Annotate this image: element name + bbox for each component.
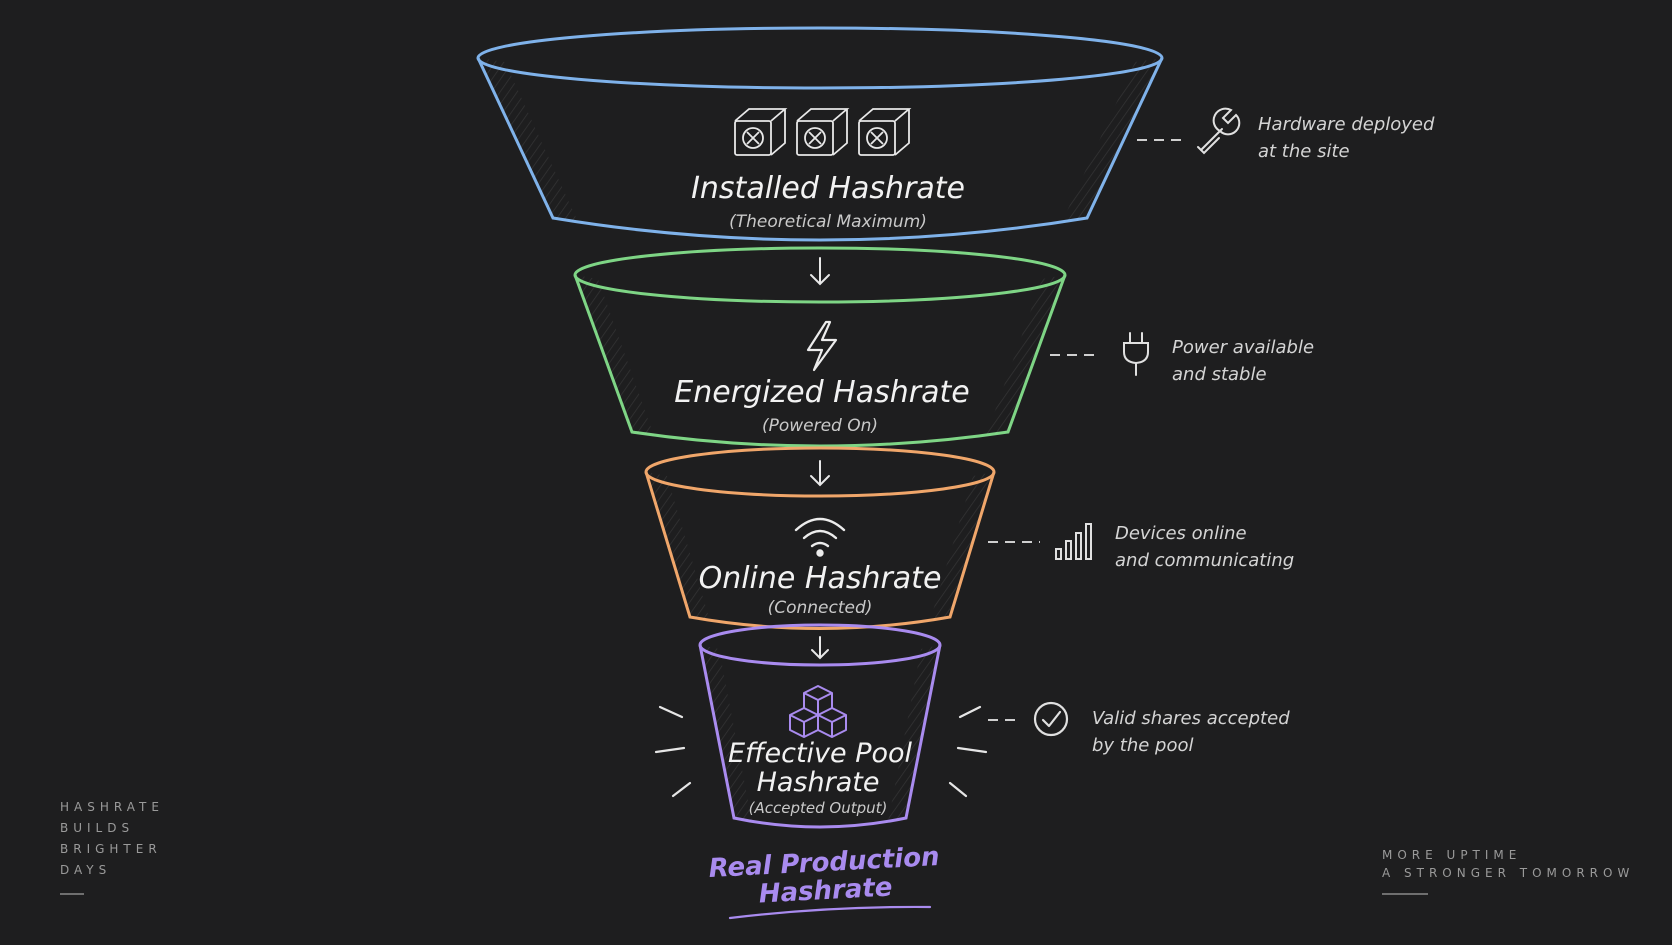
wifi-icon xyxy=(794,517,846,557)
power-plug-icon xyxy=(1123,332,1149,376)
online-funnel-shade xyxy=(646,472,710,621)
miner-machines-icon xyxy=(734,108,912,156)
online-funnel-rim xyxy=(644,446,996,498)
arrow-down-icon xyxy=(811,636,829,660)
result-label: Real Production Hashrate xyxy=(708,842,940,910)
signal-bars-icon xyxy=(1055,523,1092,560)
corner-right-line2: A STRONGER TOMORROW xyxy=(1382,866,1634,880)
online-title: Online Hashrate xyxy=(699,561,942,596)
effective-title-line2: Hashrate xyxy=(757,767,880,798)
lightning-bolt-icon xyxy=(806,320,838,372)
energized-note-line2: and stable xyxy=(1172,364,1267,385)
corner-left-line2: BUILDS xyxy=(60,821,134,835)
effective-funnel-rim xyxy=(698,623,942,667)
corner-left-tagline: HASHRATE BUILDS BRIGHTER DAYS xyxy=(60,800,164,895)
installed-subtitle: (Theoretical Maximum) xyxy=(729,212,927,232)
corner-right-tagline: MORE UPTIME A STRONGER TOMORROW xyxy=(1382,848,1634,895)
result-line2: Hashrate xyxy=(758,873,893,910)
installed-funnel-rim xyxy=(476,26,1164,90)
result-underline xyxy=(728,905,932,920)
online-note-line2: and communicating xyxy=(1115,550,1294,571)
effective-funnel-shade xyxy=(700,645,752,822)
installed-title: Installed Hashrate xyxy=(691,171,965,206)
corner-left-line4: DAYS xyxy=(60,863,111,877)
installed-note-line1: Hardware deployed xyxy=(1258,114,1435,135)
arrow-down-icon xyxy=(810,257,830,286)
effective-funnel-shade-right xyxy=(888,645,940,822)
glow-rays xyxy=(654,705,988,798)
energized-funnel-rim xyxy=(573,246,1067,304)
arrow-down-icon xyxy=(810,460,830,487)
effective-note-line2: by the pool xyxy=(1092,735,1194,756)
installed-funnel-shade xyxy=(478,58,578,222)
stage-online: Online Hashrate (Connected) Devices onli… xyxy=(644,446,1294,630)
effective-title-line1: Effective Pool xyxy=(728,738,913,769)
energized-funnel-body xyxy=(573,274,1067,448)
online-funnel-shade-right xyxy=(930,472,994,621)
energized-funnel-shade-right xyxy=(986,275,1065,436)
stage-effective: Effective Pool Hashrate (Accepted Output… xyxy=(654,623,1290,829)
installed-note-line2: at the site xyxy=(1258,141,1350,162)
installed-funnel-body xyxy=(476,57,1164,242)
corner-left-line3: BRIGHTER xyxy=(60,842,162,856)
energized-subtitle: (Powered On) xyxy=(762,416,878,436)
effective-subtitle: (Accepted Output) xyxy=(749,799,888,817)
stacked-cubes-icon xyxy=(789,685,847,738)
installed-funnel-shade-right xyxy=(1062,58,1162,222)
corner-left-line1: HASHRATE xyxy=(60,800,164,814)
online-funnel-body xyxy=(644,471,996,630)
online-note-line1: Devices online xyxy=(1115,523,1247,544)
wrench-icon xyxy=(1197,107,1241,155)
stage-installed: Installed Hashrate (Theoretical Maximum)… xyxy=(476,26,1435,242)
online-subtitle: (Connected) xyxy=(768,598,873,618)
corner-right-line1: MORE UPTIME xyxy=(1382,848,1521,862)
energized-funnel-shade xyxy=(575,275,654,436)
energized-title: Energized Hashrate xyxy=(674,375,969,410)
checkmark-circle-icon xyxy=(1033,701,1069,737)
stage-energized: Energized Hashrate (Powered On) Power av… xyxy=(573,246,1314,448)
energized-note-line1: Power available xyxy=(1172,337,1314,358)
effective-note-line1: Valid shares accepted xyxy=(1092,708,1290,729)
